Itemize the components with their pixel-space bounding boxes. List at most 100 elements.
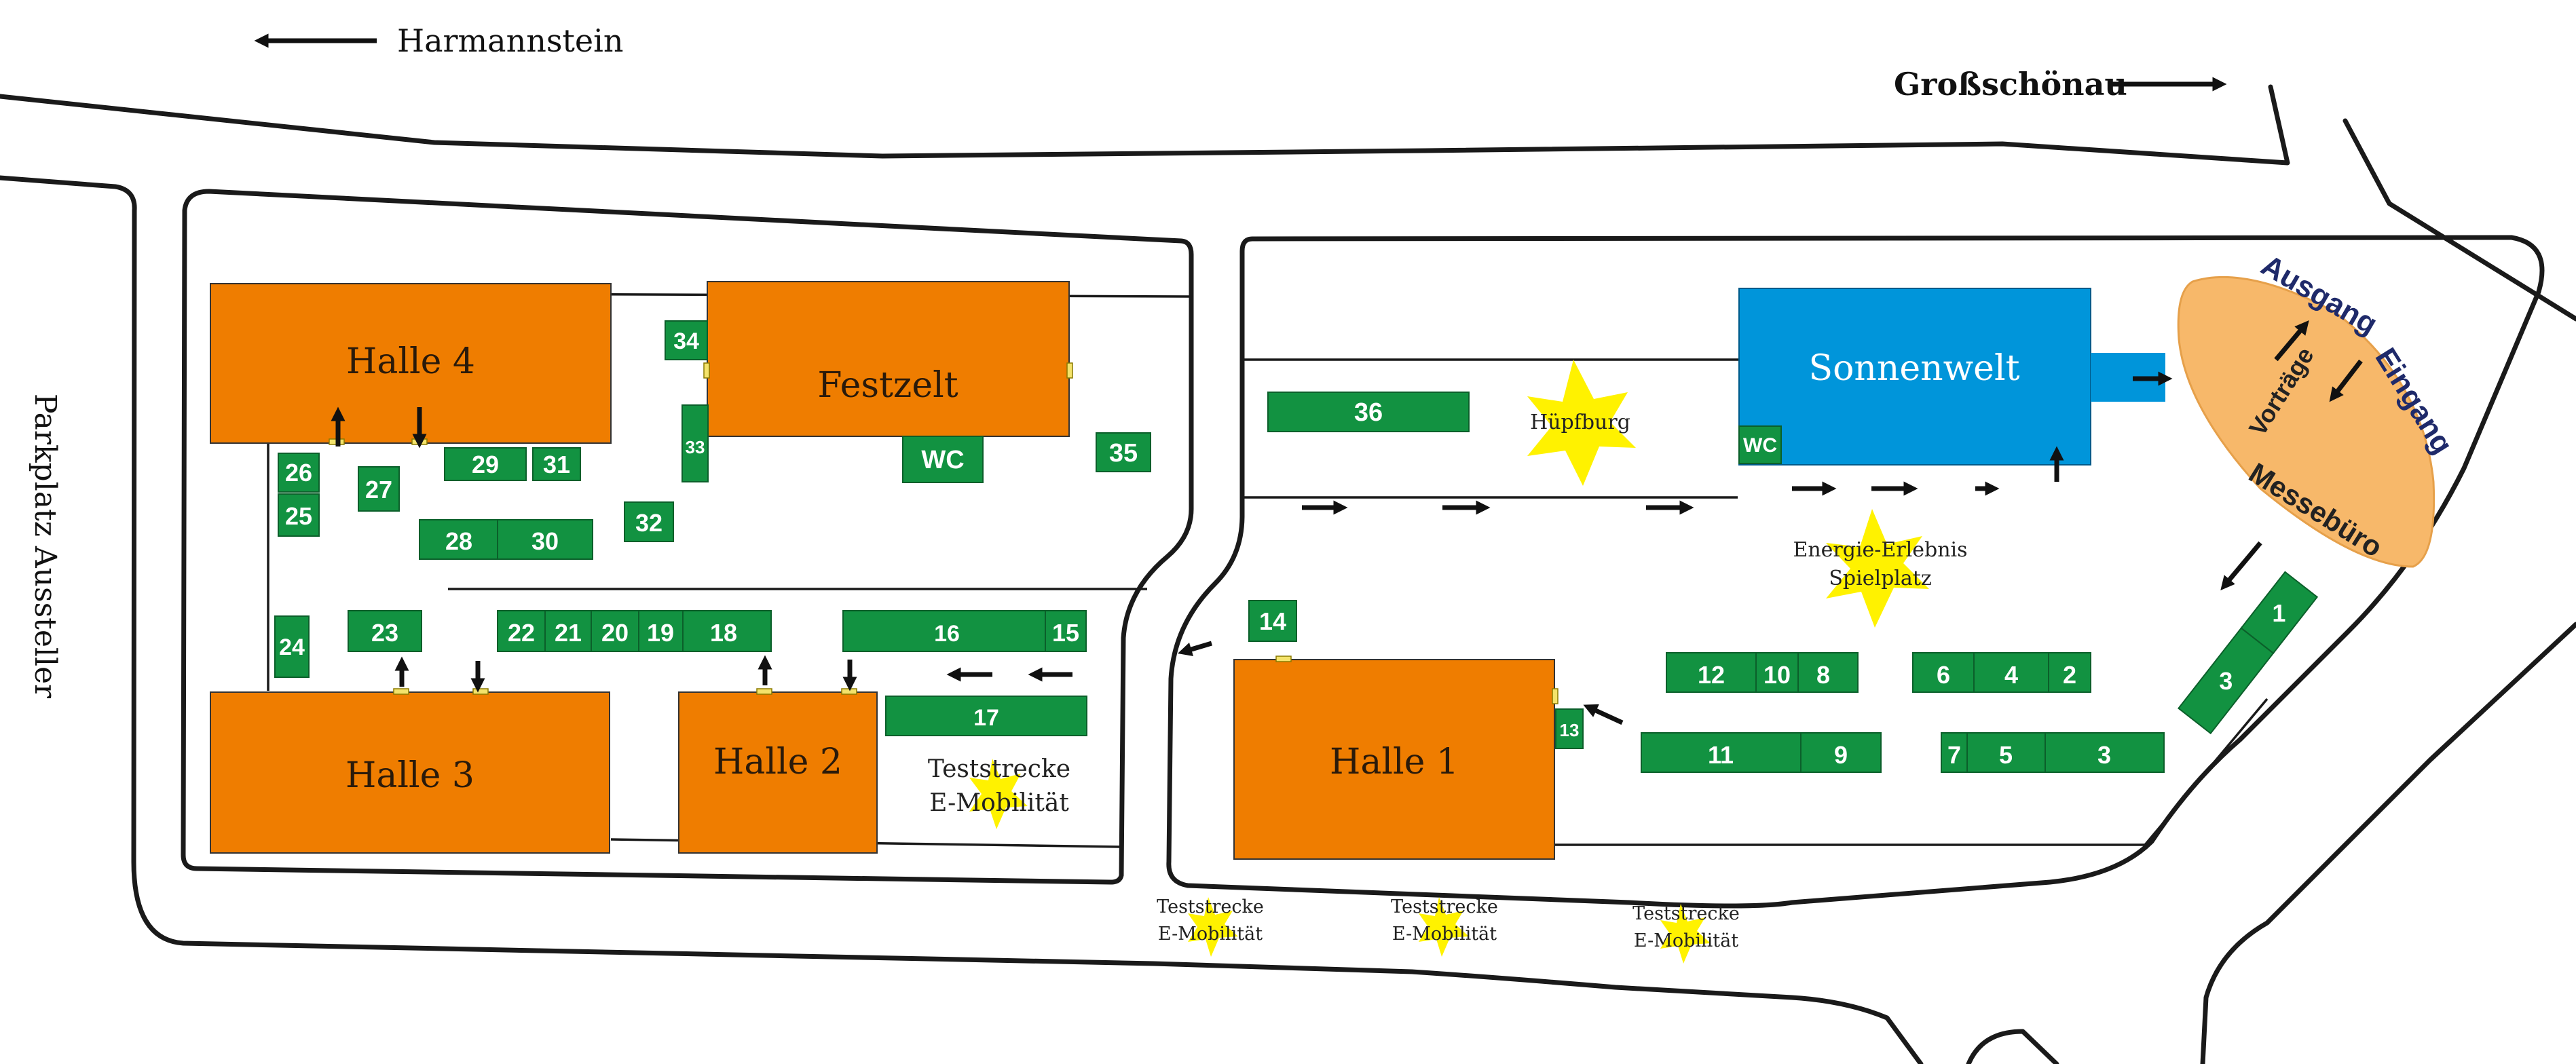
stand-17[interactable]: 17	[885, 696, 1087, 736]
stand-9-label: 9	[1834, 741, 1848, 769]
stands-left: 34 33 35 WC 26 25 27 29 31 32 28 30 24 2…	[274, 320, 1151, 736]
stand-14-label: 14	[1259, 607, 1286, 635]
teststrecke-label: Teststrecke	[1157, 896, 1264, 917]
stand-12[interactable]: 12	[1666, 652, 1757, 693]
teststrecke-label: Teststrecke	[1391, 896, 1498, 917]
stand-36-label: 36	[1354, 398, 1383, 427]
stand-9[interactable]: 9	[1800, 732, 1882, 773]
emobilitaet-label: E-Mobilität	[1392, 924, 1497, 945]
stand-4[interactable]: 4	[1973, 652, 2049, 693]
stand-21[interactable]: 21	[544, 610, 592, 652]
stand-25-label: 25	[285, 502, 312, 530]
teststrecke-main[interactable]: Teststrecke E-Mobilität	[928, 755, 1070, 829]
halle-4[interactable]: Halle 4	[210, 283, 612, 444]
stand-15[interactable]: 15	[1045, 610, 1087, 652]
teststrecke-road-2[interactable]: Teststrecke E-Mobilität	[1391, 896, 1498, 957]
messebuero-area[interactable]: Ausgang Eingang Vorträge Messebüro	[2177, 248, 2459, 568]
teststrecke-road-1[interactable]: Teststrecke E-Mobilität	[1157, 896, 1264, 957]
stand-31[interactable]: 31	[532, 447, 581, 481]
stand-13[interactable]: 13	[1555, 708, 1584, 749]
sonnenwelt[interactable]: Sonnenwelt WC	[1738, 288, 2165, 466]
stand-34-label: 34	[673, 328, 699, 354]
stand-30[interactable]: 30	[497, 519, 593, 560]
roads	[0, 84, 2576, 1064]
stand-32[interactable]: 32	[624, 501, 674, 542]
stand-15-label: 15	[1052, 619, 1079, 647]
stand-26[interactable]: 26	[278, 453, 320, 493]
stand-19-label: 19	[647, 619, 674, 647]
stand-35-label: 35	[1109, 439, 1138, 468]
stand-28-label: 28	[445, 527, 472, 555]
stand-3-row[interactable]: 3	[2045, 732, 2165, 773]
stand-28[interactable]: 28	[419, 519, 498, 560]
stand-27[interactable]: 27	[358, 466, 400, 512]
arrow-left-icon	[1583, 704, 1624, 725]
stand-17-label: 17	[973, 705, 999, 731]
stand-14[interactable]: 14	[1248, 600, 1297, 642]
stand-36[interactable]: 36	[1267, 392, 1470, 432]
stand-18[interactable]: 18	[682, 610, 772, 652]
stand-16[interactable]: 16	[842, 610, 1046, 652]
direction-harmannstein[interactable]: Harmannstein	[254, 22, 623, 59]
stand-8-label: 8	[1816, 661, 1830, 689]
stand-23[interactable]: 23	[348, 610, 422, 652]
star-icon	[969, 759, 1028, 829]
stand-2-label: 2	[2063, 661, 2076, 689]
stand-33-label: 33	[686, 437, 705, 457]
stand-20-label: 20	[601, 619, 629, 647]
stand-32-label: 32	[635, 509, 662, 537]
stand-12-label: 12	[1698, 661, 1725, 689]
harmannstein-label: Harmannstein	[397, 22, 623, 59]
festzelt[interactable]: Festzelt	[707, 281, 1070, 437]
stand-11[interactable]: 11	[1641, 732, 1802, 773]
stand-8[interactable]: 8	[1797, 652, 1859, 693]
stand-26-label: 26	[285, 459, 312, 487]
teststrecke-road-3[interactable]: Teststrecke E-Mobilität	[1632, 903, 1740, 964]
stand-10-label: 10	[1763, 661, 1791, 689]
star-icon	[1188, 897, 1238, 957]
stand-27-label: 27	[365, 476, 392, 504]
grossschoenau-label: Großschönau	[1894, 66, 2127, 102]
stand-22[interactable]: 22	[497, 610, 546, 652]
stand-3-diagonal-label: 3	[2219, 667, 2233, 695]
halle-4-label: Halle 4	[346, 341, 475, 382]
huepfburg[interactable]: Hüpfburg	[1527, 360, 1636, 486]
stands-right: 36 14 13 12 10 8 6 4 2 11 9 7 5 3 3 1	[1248, 392, 2319, 773]
stand-6-label: 6	[1937, 661, 1950, 689]
direction-grossschoenau[interactable]: Großschönau	[1894, 66, 2227, 102]
stand-24[interactable]: 24	[274, 615, 310, 678]
halle-1[interactable]: Halle 1	[1233, 659, 1555, 860]
stand-30-label: 30	[531, 527, 559, 555]
stand-1[interactable]: 1	[2240, 571, 2319, 654]
stand-34[interactable]: 34	[665, 320, 708, 360]
stand-19[interactable]: 19	[638, 610, 684, 652]
stand-11-label: 11	[1708, 741, 1734, 769]
stand-7-label: 7	[1947, 741, 1961, 769]
stand-2[interactable]: 2	[2048, 652, 2091, 693]
stand-29[interactable]: 29	[444, 447, 527, 481]
stand-18-label: 18	[710, 619, 737, 647]
stand-5-label: 5	[1999, 741, 2013, 769]
wc-sonnenwelt-label: WC	[1743, 434, 1777, 457]
halle-3[interactable]: Halle 3	[210, 691, 610, 854]
entrance-arrow-icon	[2329, 359, 2363, 402]
stand-6[interactable]: 6	[1912, 652, 1975, 693]
stand-25[interactable]: 25	[278, 493, 320, 537]
halle-2[interactable]: Halle 2	[678, 691, 878, 854]
stand-1-label: 1	[2272, 599, 2285, 627]
arrow-left-icon	[1177, 641, 1213, 657]
stand-35[interactable]: 35	[1096, 432, 1151, 472]
stand-20[interactable]: 20	[591, 610, 639, 652]
star-icon	[1527, 360, 1636, 486]
energie-spielplatz[interactable]: Energie-Erlebnis Spielplatz	[1793, 509, 1968, 628]
stand-13-label: 13	[1560, 720, 1580, 740]
stand-7[interactable]: 7	[1941, 732, 1968, 773]
stand-16-label: 16	[934, 621, 960, 647]
festzelt-label: Festzelt	[817, 365, 958, 406]
stand-5[interactable]: 5	[1966, 732, 2046, 773]
exit-arrow-icon	[2274, 320, 2309, 362]
wc-festzelt-label: WC	[921, 446, 964, 474]
stand-33[interactable]: 33	[682, 404, 709, 482]
stand-10[interactable]: 10	[1755, 652, 1799, 693]
wc-festzelt[interactable]: WC	[902, 436, 984, 483]
